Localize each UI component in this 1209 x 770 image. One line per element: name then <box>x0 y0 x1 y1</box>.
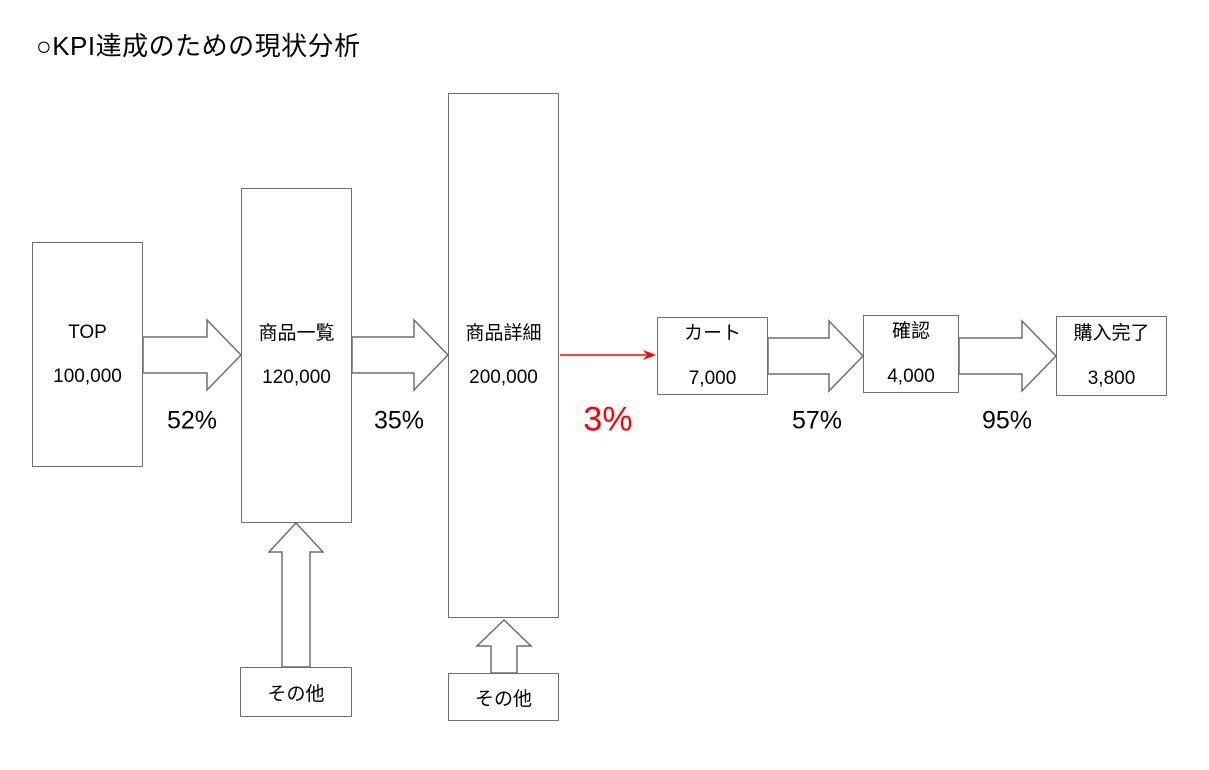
stage-label: 購入完了 <box>1073 323 1150 344</box>
other-inflow-label: その他 <box>474 688 532 710</box>
conversion-rate-label: 57% <box>791 406 843 435</box>
stage-value: 7,000 <box>688 368 737 389</box>
other-inflow-box: その他 <box>448 673 559 721</box>
stage-box-confirm: 確認 4,000 <box>863 315 959 393</box>
stage-label: TOP <box>68 322 107 343</box>
arrow-list-to-detail-icon <box>351 318 450 392</box>
conversion-rate-label: 95% <box>981 406 1033 435</box>
stage-value: 4,000 <box>887 366 935 387</box>
stage-box-product-detail: 商品詳細 200,000 <box>448 93 559 618</box>
arrow-cart-to-confirm-icon <box>767 319 865 393</box>
stage-box-product-list: 商品一覧 120,000 <box>241 188 352 523</box>
page-title: ○KPI達成のための現状分析 <box>36 31 361 61</box>
stage-label: 商品一覧 <box>258 323 335 344</box>
stage-box-cart: カート 7,000 <box>657 317 768 395</box>
conversion-rate-label: 52% <box>166 406 218 435</box>
stage-label: 商品詳細 <box>465 323 542 344</box>
stage-value: 3,800 <box>1087 368 1136 389</box>
stage-label: 確認 <box>891 321 930 342</box>
other-inflow-label: その他 <box>267 683 325 705</box>
stage-label: カート <box>683 323 741 344</box>
arrow-confirm-to-complete-icon <box>958 319 1058 393</box>
stage-box-top: TOP 100,000 <box>32 242 143 467</box>
stage-value: 120,000 <box>262 367 331 388</box>
arrow-other-to-detail-icon <box>475 618 533 674</box>
red-arrowhead-icon <box>643 350 656 360</box>
arrow-other-to-list-icon <box>267 521 325 668</box>
stage-box-purchase-complete: 購入完了 3,800 <box>1056 316 1167 396</box>
conversion-rate-label: 35% <box>373 406 425 435</box>
stage-value: 100,000 <box>53 366 122 387</box>
other-inflow-box: その他 <box>240 667 352 717</box>
conversion-rate-label-highlighted: 3% <box>583 400 633 439</box>
stage-value: 200,000 <box>469 367 538 388</box>
arrow-top-to-list-icon <box>142 318 243 392</box>
